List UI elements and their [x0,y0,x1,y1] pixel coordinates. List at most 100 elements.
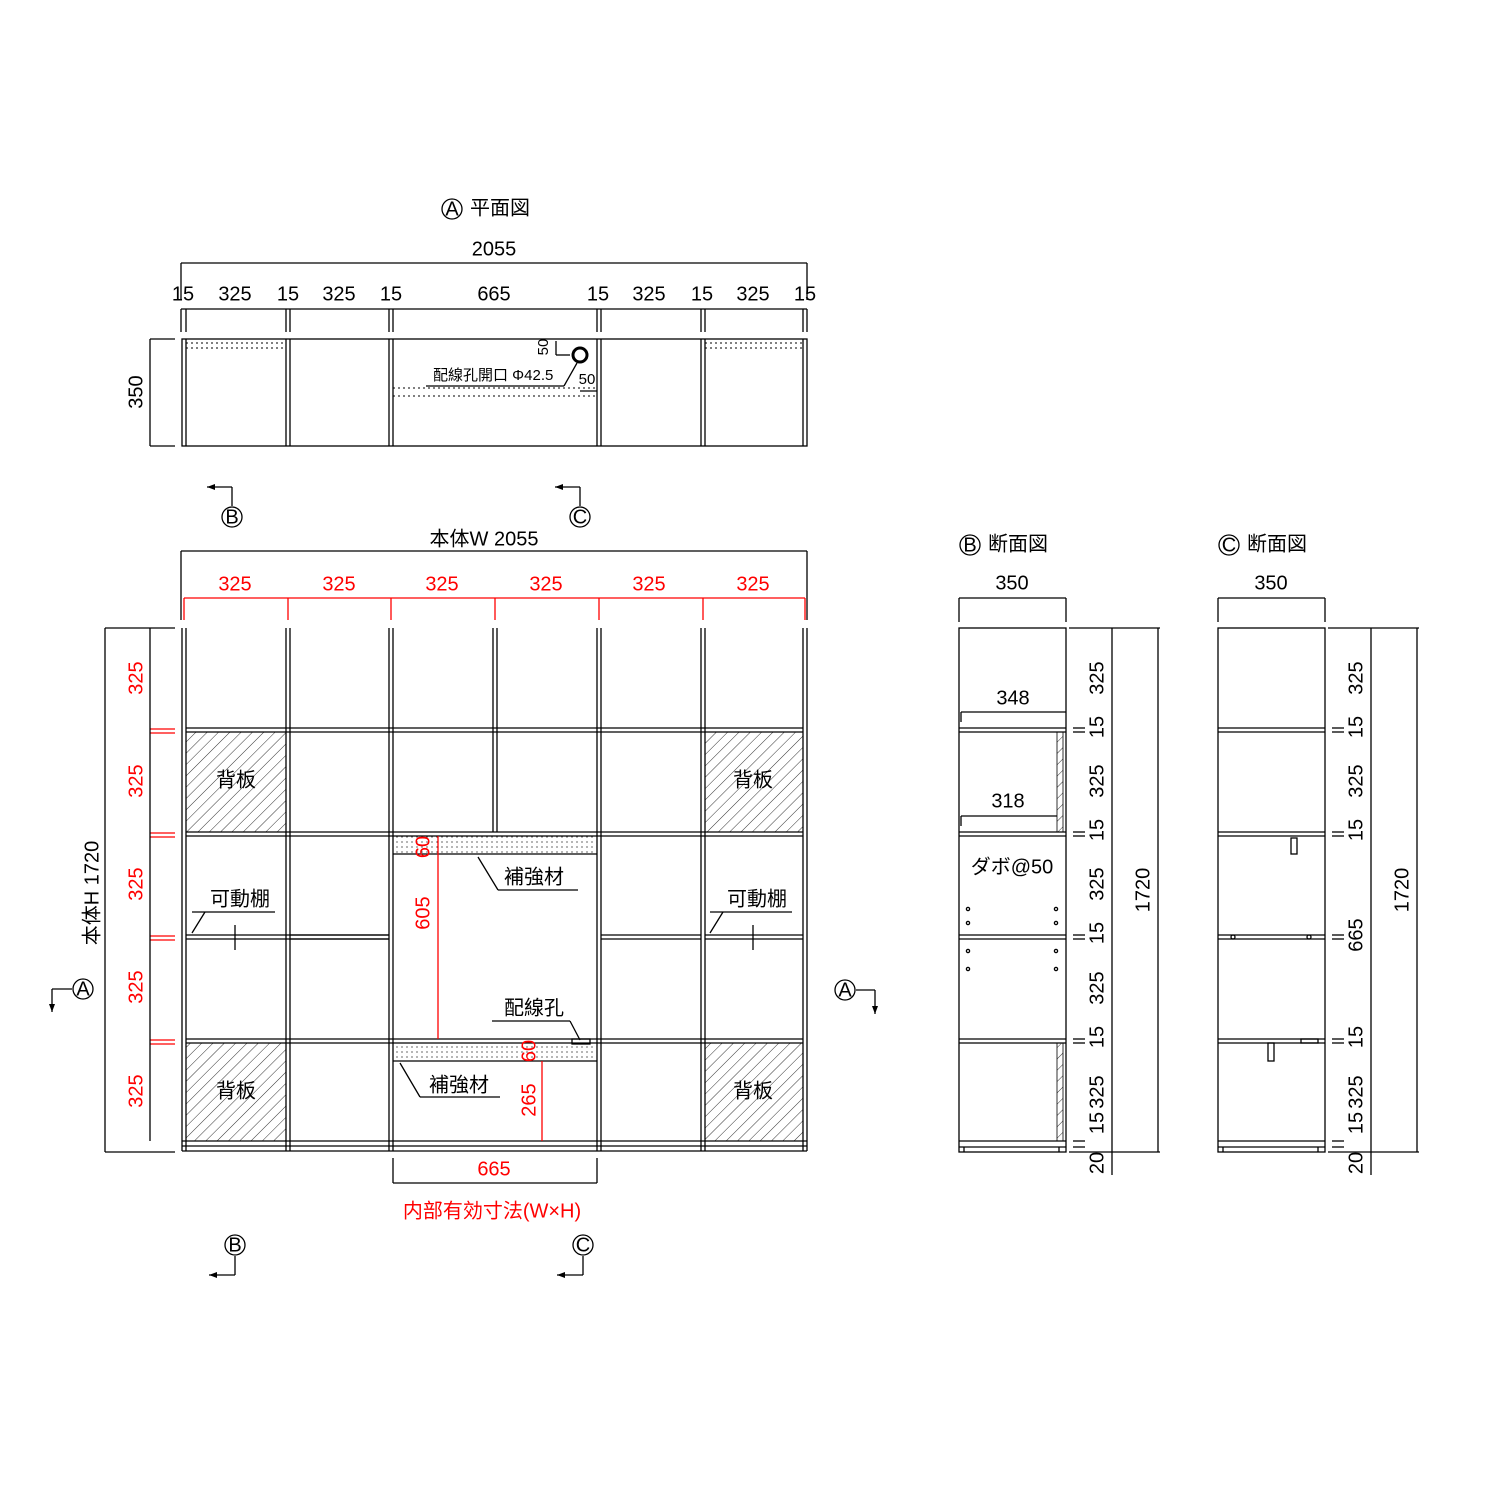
front-overall-height: 本体H 1720 [80,841,103,946]
section-height-dim: 325 [1345,1075,1367,1108]
section-height-dim: 325 [1086,867,1108,900]
reinf-lower-dim: 60 [518,1040,540,1062]
dowel-hole-icon [965,948,971,954]
reinforcement-label: 補強材 [504,865,564,888]
inner-h-upper-dim: 605 [412,896,434,929]
back-panel-label: 背板 [216,768,256,791]
arrow-icon [209,1272,217,1278]
row-height-dim: 325 [125,1074,147,1107]
section-marker: C [1222,534,1236,556]
section-marker-a-circle [834,979,856,1001]
row-height-dim: 325 [125,764,147,797]
cable-hole-icon [571,346,589,364]
line [191,911,206,934]
back-panel-hatch [705,732,803,832]
plan-segment-dim: 15 [691,283,713,305]
plan-segment-dim: 325 [632,283,665,305]
plan-title: 平面図 [470,197,530,219]
section-marker-b: B [228,1234,241,1256]
reinforcement-label: 補強材 [429,1073,489,1096]
section-height-dim: 325 [1086,661,1108,694]
reinforcement-lower [393,1043,597,1061]
plan-depth-dim: 350 [125,375,147,408]
dowel-hole-icon [965,906,971,912]
section-marker-circle [1218,534,1240,556]
dowel-hole-icon [965,966,971,972]
section-height-dim: 325 [1345,661,1367,694]
back-panel-hatch [186,732,286,832]
dowel-hole-icon [1053,966,1059,972]
plan-segment-dim: 15 [277,283,299,305]
section-marker-c-circle [569,506,591,528]
section-height-dim: 325 [1086,764,1108,797]
section-total-height: 1720 [1132,868,1154,913]
section-height-dim: 15 [1086,1112,1108,1134]
section-marker-b-circle [224,1234,246,1256]
section-marker-a-circle [72,978,94,1000]
arrow-icon [555,484,563,490]
plan-segment-dim: 15 [172,283,194,305]
section-outline [1217,627,1326,1153]
hole-offset-v: 50 [535,339,552,356]
plan-segment-dim: 665 [477,283,510,305]
arrow-icon [49,1004,55,1012]
dowel-pitch-label: ダボ@50 [971,855,1054,878]
back-panel-label: 背板 [733,1079,773,1102]
cell-width-dim: 325 [218,573,251,595]
section-height-dim: 15 [1345,819,1367,841]
section-height-dim: 325 [1086,1075,1108,1108]
plan-segment-dim: 15 [587,283,609,305]
dowel-hole-icon [1306,934,1312,940]
section-height-dim: 665 [1345,918,1367,951]
front-overall-width: 本体W 2055 [430,527,539,550]
reinforcement-upper [393,836,597,854]
section-height-dim: 325 [1086,971,1108,1004]
cable-hole-label: 配線孔 [504,996,564,1019]
section-height-dim: 15 [1086,922,1108,944]
section-marker-c-circle [572,1234,594,1256]
section-height-dim: 15 [1345,716,1367,738]
section-marker-circle [959,534,981,556]
line [477,856,499,891]
cell-width-dim: 325 [322,573,355,595]
row-height-dim: 325 [125,970,147,1003]
section-marker-a: A [76,978,90,1000]
back-panel-hatch [186,1043,286,1141]
reinf-upper-dim: 60 [412,836,434,858]
plan-segment-dim: 325 [322,283,355,305]
arrow-icon [557,1272,565,1278]
section-marker-a: A [838,979,852,1001]
section-outline [958,627,1067,1153]
cell-width-dim: 325 [529,573,562,595]
dowel-hole-icon [1053,906,1059,912]
line [709,911,724,934]
movable-shelf-label: 可動棚 [727,887,787,910]
arrow-icon [872,1006,878,1014]
reinforcement-bracket [1267,1042,1275,1062]
dowel-hole-icon [1053,948,1059,954]
back-panel-section [1056,731,1064,833]
inner-h-lower-dim: 265 [518,1083,540,1116]
section-depth-dim: 350 [995,572,1028,594]
back-panel-label: 背板 [216,1079,256,1102]
cell-width-dim: 325 [425,573,458,595]
section-height-dim: 20 [1345,1152,1367,1174]
dowel-hole-icon [965,920,971,926]
inner-dimension-caption: 内部有効寸法(W×H) [403,1199,581,1222]
plan-marker-circle [441,198,463,220]
plan-segment-dim: 15 [794,283,816,305]
plan-marker: A [445,198,459,220]
section-marker-c: C [573,506,587,528]
arrow-icon [207,484,215,490]
line [399,1062,421,1098]
row-height-dim: 325 [125,661,147,694]
movable-shelf-label: 可動棚 [210,887,270,910]
cell-width-dim: 325 [736,573,769,595]
dowel-hole-icon [1053,920,1059,926]
back-panel-section [1056,1042,1064,1142]
section-height-dim: 15 [1086,1026,1108,1048]
shelf-depth-318: 318 [991,790,1024,812]
inner-width-dim: 665 [477,1158,510,1180]
line [563,362,578,387]
